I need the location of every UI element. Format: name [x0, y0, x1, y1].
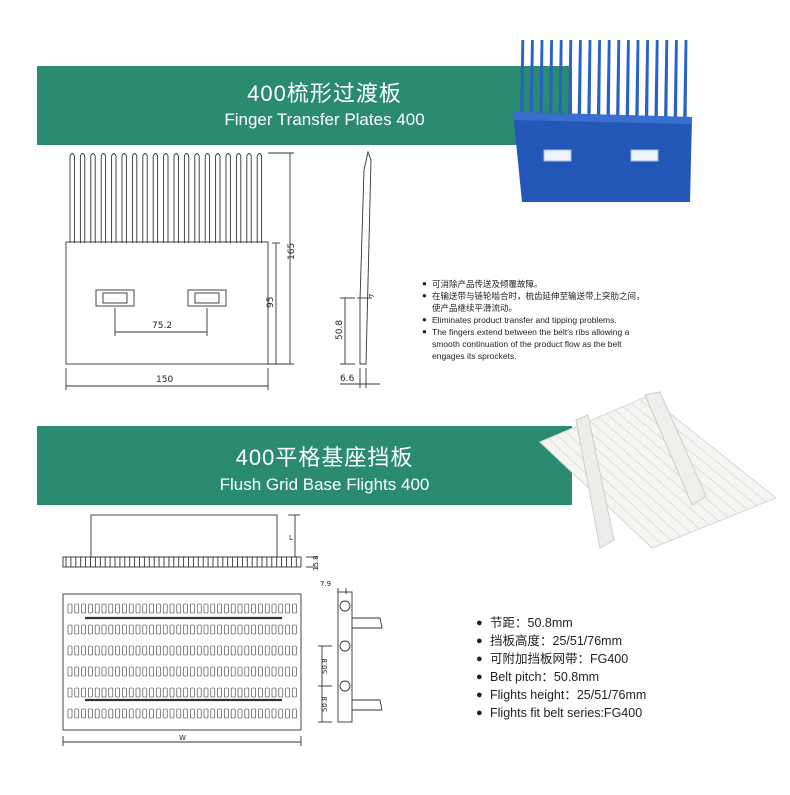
section1-notes: ●可消除产品传送及倾覆故障。 ●在输送带与链轮啮合时，梳齿延伸至输送带上突肋之间… [422, 278, 722, 362]
spec-row: ●Belt pitch：50.8mm [476, 670, 600, 684]
spec-row: ●可附加挡板网带：FG400 [476, 652, 629, 666]
section1-banner: 400梳形过渡板 Finger Transfer Plates 400 [37, 66, 572, 145]
bullet-icon: ● [422, 291, 427, 300]
bullet-icon: ● [476, 635, 483, 647]
dim-l-label: L [289, 534, 293, 542]
note-row: ●可消除产品传送及倾覆故障。 [422, 279, 543, 289]
bullet-icon: ● [422, 279, 427, 288]
spec-row: ●Flights height：25/51/76mm [476, 688, 647, 702]
dim-thickness-label: 6.6 [340, 374, 355, 384]
bullet-icon: ● [476, 689, 483, 701]
dim-middle-label: 95 [266, 297, 276, 308]
dim-small-label: 7 [368, 294, 376, 298]
section2-title-en: Flush Grid Base Flights 400 [219, 475, 430, 494]
note-row: smooth continuation of the product flow … [432, 339, 622, 349]
section1-title-en: Finger Transfer Plates 400 [224, 110, 425, 129]
dim-w-label: W [179, 734, 186, 742]
section2-banner: 400平格基座挡板 Flush Grid Base Flights 400 [37, 426, 572, 505]
dim-height-label: 165 [287, 243, 297, 260]
section2-title-cn: 400平格基座挡板 [235, 445, 414, 470]
section1-title-cn: 400梳形过渡板 [247, 81, 402, 106]
bullet-icon: ● [476, 653, 483, 665]
dim-pitch-a-label: 50.8 [321, 658, 329, 674]
note-row: engages its sprockets. [432, 351, 517, 361]
note-row: ●在输送带与链轮啮合时，梳齿延伸至输送带上突肋之间， [422, 291, 645, 301]
dim-slot-spacing-label: 75.2 [152, 321, 172, 331]
note-row: 使产品继续平滑流动。 [432, 303, 518, 313]
spec-row: ●Flights fit belt series:FG400 [476, 706, 643, 720]
bullet-icon: ● [476, 671, 483, 683]
bullet-icon: ● [422, 315, 427, 324]
dim-side-height-label: 50.8 [335, 320, 345, 340]
dim-width-label: 150 [156, 375, 173, 385]
spec-row: ●节距：50.8mm [476, 616, 573, 630]
dim-79-label: 7.9 [320, 580, 331, 588]
dim-15-label: 15.8 [312, 555, 320, 571]
section2-notes: ●节距：50.8mm ●挡板高度：25/51/76mm ●可附加挡板网带：FG4… [476, 614, 776, 722]
note-row: ●The fingers extend between the belt’s r… [422, 327, 630, 337]
note-row: ●Eliminates product transfer and tipping… [422, 315, 617, 325]
spec-row: ●挡板高度：25/51/76mm [476, 634, 622, 648]
bullet-icon: ● [476, 617, 483, 629]
bullet-icon: ● [422, 327, 427, 336]
dim-pitch-b-label: 50.8 [321, 696, 329, 712]
bullet-icon: ● [476, 707, 483, 719]
